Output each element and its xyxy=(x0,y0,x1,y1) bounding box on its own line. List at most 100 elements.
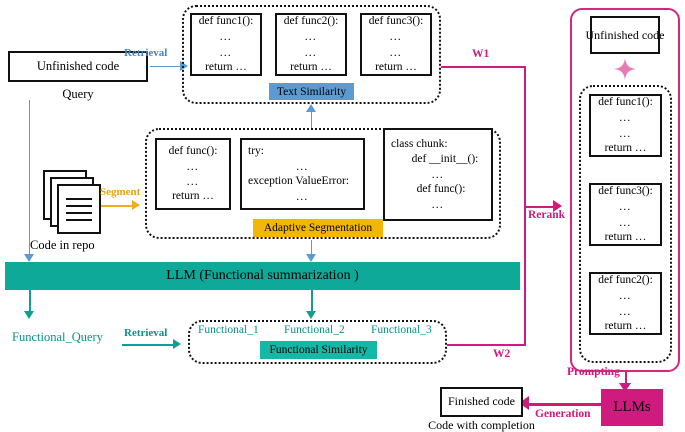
code-with-completion-caption: Code with completion xyxy=(428,418,535,432)
functional-query-label: Functional_Query xyxy=(12,330,103,344)
segmentation-chunk-2: class chunk: def __init__(): … def func(… xyxy=(383,128,493,221)
text-sim-snippet-2: def func3(): … … return … xyxy=(360,13,432,76)
repo-paper-front xyxy=(57,184,101,234)
snippet-mid1: … xyxy=(618,288,633,303)
segment-arrow-line xyxy=(101,205,134,207)
text-sim-snippet-0: def func1(): … … return … xyxy=(190,13,262,76)
llms-box: LLMs xyxy=(601,389,663,426)
segment-label: Segment xyxy=(100,186,141,198)
chunk-line: … xyxy=(295,188,310,203)
prompting-arrow-line xyxy=(625,372,627,385)
rerank-snippet-1: def func3(): … … return … xyxy=(589,183,662,246)
w2-label: W2 xyxy=(493,348,511,360)
snippet-tail: return … xyxy=(604,141,647,154)
functional-item-0: Functional_1 xyxy=(198,324,259,336)
snippet-header: def func3(): xyxy=(598,185,653,198)
chunk-line: exception ValueError: xyxy=(248,175,350,187)
finished-code-label: Finished code xyxy=(448,394,515,409)
snippet-header: def func1(): xyxy=(198,15,254,28)
retrieval-bottom-label: Retrieval xyxy=(124,327,168,339)
llm-to-functional-query-line xyxy=(29,290,31,313)
w1-line-vertical xyxy=(524,66,526,206)
snippet-mid2: … xyxy=(618,214,633,229)
snippet-mid2: … xyxy=(618,303,633,318)
functional-item-1: Functional_2 xyxy=(284,324,345,336)
snippet-header: def func3(): xyxy=(368,15,424,28)
llm-to-functional-panel-arrow-head xyxy=(306,311,316,319)
snippet-mid1: … xyxy=(219,29,233,44)
finished-code-box: Finished code xyxy=(440,387,523,417)
retrieval-bottom-arrow-head xyxy=(173,339,181,349)
snippet-header: def func1(): xyxy=(598,96,653,109)
rerank-arrow-head xyxy=(553,200,562,212)
chunk-line: return … xyxy=(172,190,214,203)
snippet-tail: return … xyxy=(375,60,417,73)
rerank-snippet-0: def func1(): … … return … xyxy=(589,94,662,157)
llm-summarization-bar: LLM (Functional summarization ) xyxy=(5,262,520,290)
retrieval-top-label: Retrieval xyxy=(124,47,168,59)
rerank-label: Rerank xyxy=(528,209,566,221)
text-sim-snippet-1: def func2(): … … return … xyxy=(275,13,347,76)
segment-arrow-head xyxy=(132,200,140,210)
unfinished-code-box: Unfinished code xyxy=(8,51,148,82)
llm-to-functional-panel-line xyxy=(311,290,313,313)
segmentation-to-llm-line xyxy=(311,240,312,256)
rerank-arrow-line xyxy=(524,206,556,208)
segmentation-to-textsim-arrow-head xyxy=(306,104,316,112)
rerank-snippets-container xyxy=(579,85,672,363)
llms-label: LLMs xyxy=(613,398,651,415)
generation-arrow-line xyxy=(528,403,602,406)
retrieval-top-arrow-head xyxy=(180,61,188,71)
adaptive-segmentation-panel xyxy=(145,128,501,239)
retrieval-top-arrow-line xyxy=(150,66,181,67)
chunk-line: … xyxy=(186,174,200,188)
repo-caption: Code in repo xyxy=(30,238,95,252)
llm-to-functional-query-arrow-head xyxy=(24,311,34,319)
query-to-llm-line xyxy=(29,100,30,256)
prompting-label: Prompting xyxy=(567,366,620,378)
snippet-mid1: … xyxy=(389,29,403,44)
rerank-snippet-2: def func2(): … … return … xyxy=(589,272,662,335)
w1-label: W1 xyxy=(472,48,490,60)
rerank-panel xyxy=(570,8,680,372)
functional-similarity-chip: Functional Similarity xyxy=(260,341,377,359)
query-caption: Query xyxy=(62,87,94,101)
snippet-mid1: … xyxy=(304,29,318,44)
generation-arrow-head xyxy=(519,396,529,410)
chunk-line: … xyxy=(431,196,445,211)
snippet-mid1: … xyxy=(618,110,633,125)
snippet-mid2: … xyxy=(389,44,403,59)
snippet-tail: return … xyxy=(290,60,332,73)
chunk-line: def __init__(): xyxy=(411,152,479,165)
snippet-header: def func2(): xyxy=(598,274,653,287)
chunk-line: … xyxy=(431,166,445,181)
segmentation-to-textsim-line xyxy=(311,112,312,130)
snippet-mid2: … xyxy=(618,125,633,140)
query-to-llm-arrow-head xyxy=(24,254,34,262)
adaptive-segmentation-chip: Adaptive Segmentation xyxy=(253,219,383,237)
llm-bar-label: LLM (Functional summarization ) xyxy=(166,267,359,283)
generation-label: Generation xyxy=(535,408,591,420)
snippet-mid1: … xyxy=(618,199,633,214)
sparkle-icon xyxy=(590,57,660,81)
functional-similarity-panel xyxy=(188,320,447,364)
unfinished-code-label: Unfinished code xyxy=(36,59,120,74)
chunk-line: def func(): xyxy=(416,182,466,195)
snippet-tail: return … xyxy=(205,60,247,73)
segmentation-chunk-0: def func(): … … return … xyxy=(155,138,231,210)
chunk-line: … xyxy=(186,158,200,173)
chunk-line: try: xyxy=(248,144,264,157)
text-similarity-panel xyxy=(182,5,441,104)
retrieval-bottom-arrow-line xyxy=(122,344,175,346)
snippet-mid2: … xyxy=(219,44,233,59)
repo-paper-lines-icon xyxy=(66,198,92,226)
prompting-arrow-head xyxy=(619,383,631,392)
functional-item-2: Functional_3 xyxy=(371,324,432,336)
sparkle-icon-svg xyxy=(614,58,636,80)
snippet-tail: return … xyxy=(604,230,647,243)
snippet-mid2: … xyxy=(304,44,318,59)
snippet-tail: return … xyxy=(604,319,647,332)
segmentation-to-llm-arrow-head xyxy=(306,254,316,262)
chunk-line: … xyxy=(295,158,310,173)
